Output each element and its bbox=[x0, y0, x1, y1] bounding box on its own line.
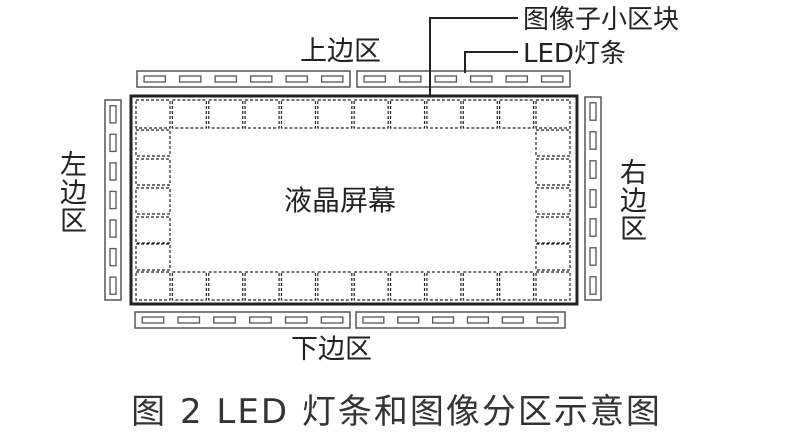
led-strip-bottom-right bbox=[355, 311, 566, 329]
led-chip bbox=[431, 316, 455, 324]
figure-caption: 图 2 LED 灯条和图像分区示意图 bbox=[131, 392, 662, 432]
image-sub-block bbox=[426, 99, 462, 129]
callout-label-sub-block: 图像子小区块 bbox=[523, 5, 679, 35]
led-strip-top-right bbox=[356, 70, 571, 88]
image-sub-block bbox=[171, 271, 207, 301]
led-chip bbox=[109, 276, 117, 295]
led-chip bbox=[589, 102, 597, 121]
led-chip bbox=[143, 75, 167, 83]
led-chip bbox=[141, 316, 165, 324]
led-chip bbox=[178, 75, 202, 83]
callout-label-led-strip: LED灯条 bbox=[523, 39, 626, 69]
led-chip bbox=[177, 316, 201, 324]
image-sub-block bbox=[135, 271, 171, 301]
image-sub-block bbox=[135, 158, 171, 186]
led-strip-bottom-left bbox=[134, 311, 351, 329]
image-sub-block bbox=[280, 99, 317, 129]
image-sub-blocks bbox=[135, 99, 571, 301]
led-chip bbox=[589, 276, 597, 295]
lcd-screen-frame bbox=[129, 94, 579, 306]
image-sub-block bbox=[535, 129, 571, 157]
led-strip-left bbox=[104, 99, 122, 301]
led-chip bbox=[249, 75, 273, 83]
image-sub-block bbox=[244, 271, 280, 301]
callout-line-led bbox=[464, 51, 518, 73]
image-sub-block bbox=[462, 99, 498, 129]
led-chip bbox=[536, 316, 559, 324]
image-sub-block bbox=[317, 271, 353, 301]
led-strip-top-left bbox=[136, 70, 351, 88]
led-chip bbox=[109, 105, 117, 124]
image-sub-block bbox=[462, 271, 498, 301]
image-sub-block bbox=[499, 271, 535, 301]
left-zone-label: 左边区 bbox=[55, 150, 86, 234]
led-chip bbox=[540, 75, 564, 83]
image-sub-block bbox=[535, 99, 571, 129]
led-chip bbox=[109, 190, 117, 210]
led-chip bbox=[589, 247, 597, 266]
image-sub-block bbox=[499, 99, 535, 129]
image-sub-block bbox=[535, 216, 571, 244]
led-chip bbox=[589, 218, 597, 237]
image-sub-block bbox=[171, 99, 207, 129]
led-chip bbox=[363, 75, 387, 83]
image-sub-block bbox=[208, 99, 244, 129]
led-chip bbox=[214, 75, 238, 83]
led-strips bbox=[104, 70, 602, 329]
image-sub-block bbox=[135, 216, 171, 244]
led-strip-right bbox=[584, 96, 602, 301]
led-chip bbox=[589, 189, 597, 208]
led-chip bbox=[434, 75, 458, 83]
image-sub-block bbox=[535, 243, 571, 271]
led-chip bbox=[505, 75, 529, 83]
led-chip bbox=[284, 316, 308, 324]
image-sub-block bbox=[389, 271, 426, 301]
image-sub-block bbox=[535, 187, 571, 215]
image-sub-block bbox=[280, 271, 317, 301]
callout-line-block bbox=[429, 17, 518, 97]
image-sub-block bbox=[135, 129, 171, 157]
led-chip bbox=[285, 75, 309, 83]
image-sub-block bbox=[135, 99, 171, 129]
right-zone-label: 右边区 bbox=[615, 158, 646, 242]
image-sub-block bbox=[135, 187, 171, 215]
led-chip bbox=[589, 160, 597, 179]
image-sub-block bbox=[535, 158, 571, 186]
led-chip bbox=[589, 131, 597, 150]
led-chip bbox=[469, 75, 493, 83]
image-sub-block bbox=[353, 99, 389, 129]
led-chip bbox=[398, 75, 422, 83]
led-chip bbox=[249, 316, 272, 324]
led-chip bbox=[109, 247, 117, 267]
top-zone-label: 上边区 bbox=[300, 36, 381, 67]
led-chip bbox=[109, 133, 117, 153]
bottom-zone-label: 下边区 bbox=[291, 334, 372, 365]
image-sub-block bbox=[135, 243, 171, 271]
image-sub-block bbox=[208, 271, 244, 301]
image-sub-block bbox=[317, 99, 353, 129]
lcd-screen-label: 液晶屏幕 bbox=[284, 184, 396, 217]
image-sub-block bbox=[244, 99, 280, 129]
led-chip bbox=[109, 219, 117, 238]
led-chip bbox=[466, 316, 490, 324]
led-chip bbox=[320, 75, 344, 83]
image-sub-block bbox=[389, 99, 426, 129]
image-sub-block bbox=[353, 271, 389, 301]
led-chip bbox=[501, 316, 524, 324]
led-chip bbox=[320, 316, 344, 324]
led-chip bbox=[362, 316, 385, 324]
led-chip bbox=[397, 316, 420, 324]
led-chip bbox=[109, 162, 117, 181]
image-sub-block bbox=[535, 271, 571, 301]
led-chip bbox=[213, 316, 236, 324]
image-sub-block bbox=[426, 271, 462, 301]
